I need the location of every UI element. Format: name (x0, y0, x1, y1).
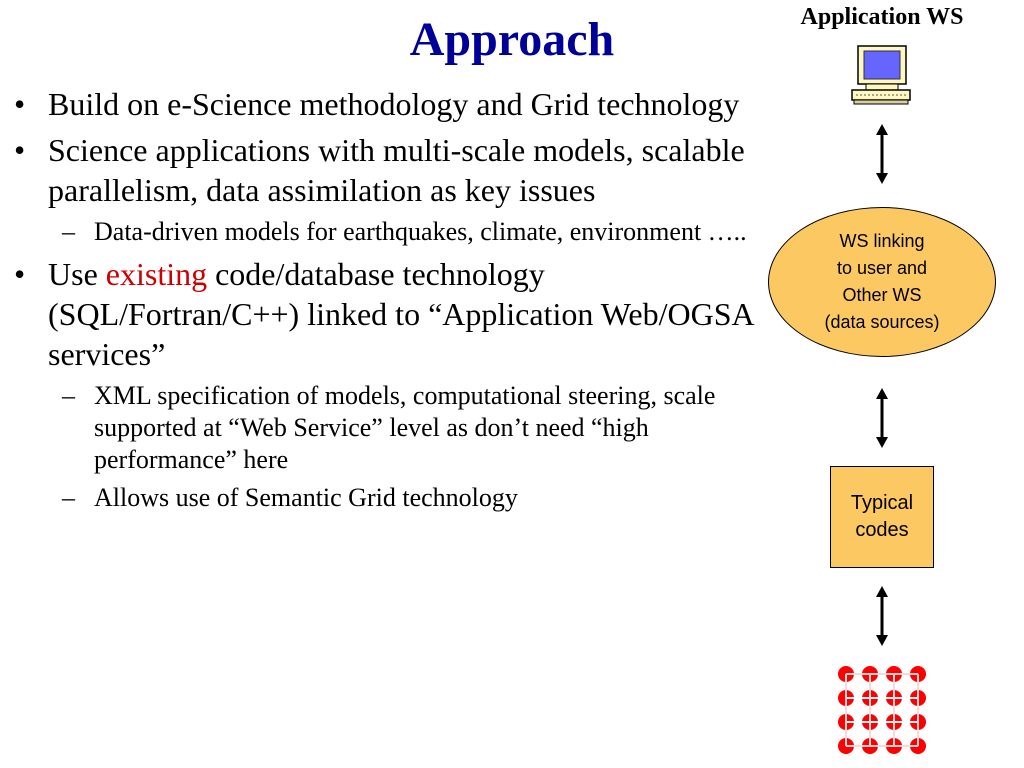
text-run: Build on e-Science methodology and Grid … (48, 86, 740, 122)
ws-linking-ellipse: WS linking to user and Other WS (data so… (768, 207, 996, 357)
ellipse-line: Other WS (842, 285, 922, 305)
bullet-marker: • (14, 256, 26, 292)
bullet-marker: – (62, 483, 75, 512)
bullet-item: • Use existing code/database technology (… (14, 254, 759, 374)
sub-bullet-item: –XML specification of models, computatio… (14, 380, 759, 476)
text-run: XML specification of models, computation… (94, 381, 716, 474)
double-arrow-icon (876, 586, 888, 646)
sub-bullet-item: –Data-driven models for earthquakes, cli… (14, 216, 759, 248)
bullet-text: Science applications with multi-scale mo… (48, 132, 745, 208)
text-run: Science applications with multi-scale mo… (48, 132, 745, 208)
slide-title: Approach (409, 13, 615, 66)
ellipse-line: (data sources) (824, 312, 940, 332)
box-line: codes (855, 519, 909, 541)
sub-bullet-item: –Allows use of Semantic Grid technology (14, 482, 759, 514)
ellipse-line: WS linking (839, 231, 925, 251)
text-run: Use (48, 256, 106, 292)
text-run: Allows use of Semantic Grid technology (94, 483, 518, 512)
bullet-text: XML specification of models, computation… (94, 381, 715, 474)
double-arrow-icon (876, 388, 888, 448)
ellipse-line: to user and (836, 258, 928, 278)
bullet-marker: – (62, 217, 75, 246)
grid-node-icon (838, 666, 926, 754)
computer-icon (851, 45, 911, 105)
bullet-text: Use existing code/database technology (S… (48, 256, 753, 372)
bullet-list: • Build on e-Science methodology and Grid… (14, 84, 759, 520)
highlight-text: existing (105, 256, 208, 292)
bullet-marker: – (62, 381, 75, 410)
text-run: Data-driven models for earthquakes, clim… (94, 217, 747, 246)
bullet-item: • Science applications with multi-scale m… (14, 130, 759, 210)
bullet-text: Build on e-Science methodology and Grid … (48, 86, 739, 122)
application-ws-label: Application WS (800, 4, 964, 30)
text-run: code/database technology (SQL/Fortran/C+… (48, 256, 753, 372)
box-line: Typical (850, 492, 914, 514)
double-arrow-icon (876, 124, 888, 184)
bullet-marker: • (14, 86, 26, 122)
typical-codes-box: Typical codes (830, 466, 934, 568)
bullet-item: • Build on e-Science methodology and Grid… (14, 84, 759, 124)
bullet-text: Data-driven models for earthquakes, clim… (94, 217, 747, 246)
architecture-diagram: Application WS WS linking to user and Ot… (760, 0, 1024, 768)
bullet-text: Allows use of Semantic Grid technology (94, 483, 518, 512)
bullet-marker: • (14, 132, 26, 168)
